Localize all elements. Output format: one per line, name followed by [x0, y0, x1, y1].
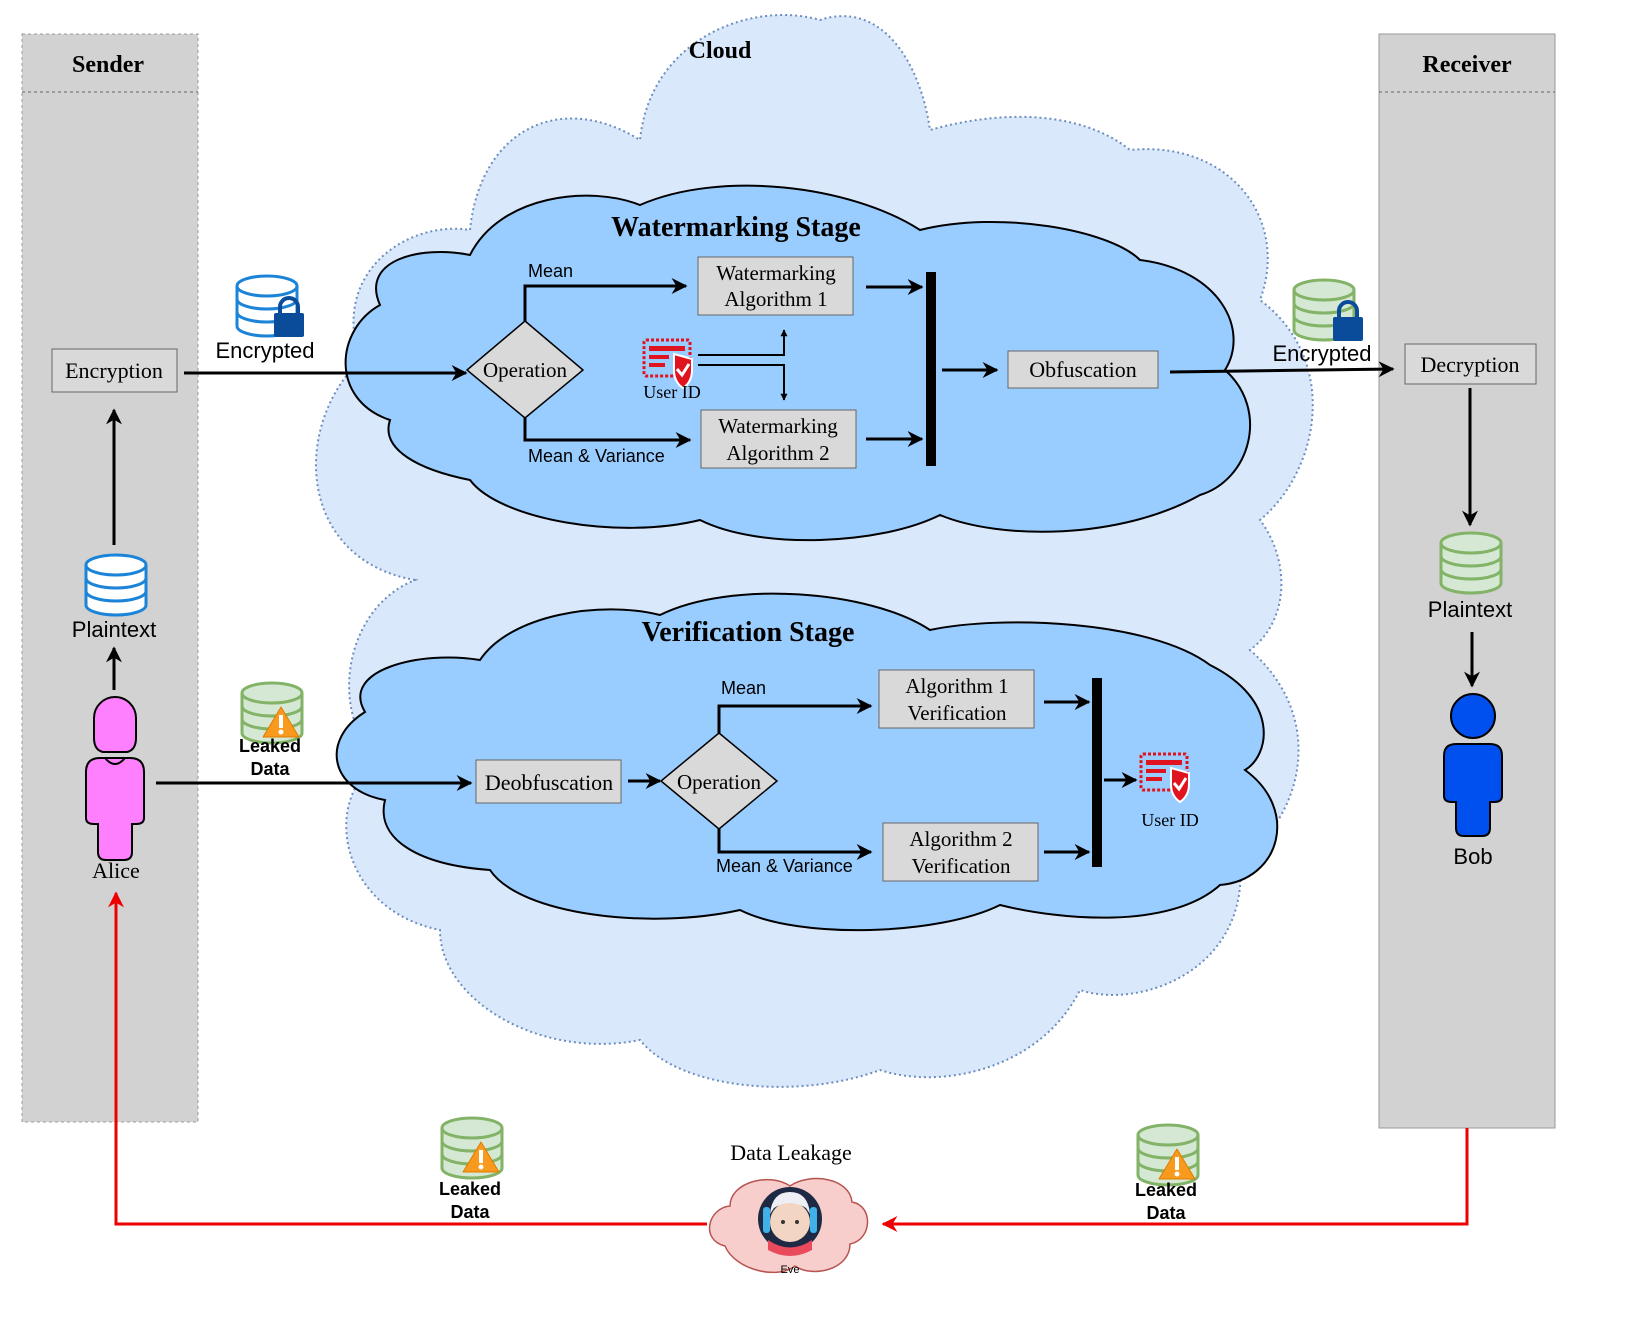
wm-algorithm2-box: Watermarking Algorithm 2 [700, 409, 857, 469]
vf-user-id-label: User ID [1141, 810, 1198, 830]
obfuscation-box: Obfuscation [1007, 350, 1159, 389]
sender-leaked-label-2: Data [250, 759, 290, 779]
encryption-label: Encryption [65, 358, 163, 383]
receiver-encrypted-label: Encrypted [1272, 341, 1371, 366]
vf-operation-label: Operation [677, 770, 761, 794]
arrow-vf-mean [717, 698, 873, 733]
receiver-plaintext-label: Plaintext [1428, 597, 1512, 622]
cloud-title: Cloud [689, 38, 752, 64]
wm-mean-variance-label: Mean & Variance [528, 446, 665, 466]
database-icon-plaintext-receiver [1439, 531, 1503, 595]
arrow-vf-mean-variance [717, 829, 873, 860]
arrow-wm-mean-variance [523, 418, 692, 448]
deobfuscation-label: Deobfuscation [485, 770, 613, 795]
deobfuscation-box: Deobfuscation [475, 759, 622, 804]
watermarking-title: Watermarking Stage [611, 212, 861, 243]
sender-encrypted-label: Encrypted [215, 338, 314, 363]
sender-lane-title: Sender [72, 52, 144, 78]
decryption-box: Decryption [1404, 343, 1537, 385]
wm-algorithm1-line2: Algorithm 1 [724, 287, 827, 311]
database-icon-plaintext-sender [84, 553, 148, 617]
sender-leaked-label-1: Leaked [239, 736, 301, 756]
vf-algorithm2-box: Algorithm 2 Verification [882, 822, 1039, 882]
arrow-userid-to-alg1 [698, 329, 788, 356]
vf-join-bar [1092, 678, 1102, 867]
arrow-leak-receiver-to-eve [881, 1128, 1469, 1232]
leak-left-label-1: Leaked [439, 1179, 501, 1199]
eve-avatar-icon [758, 1187, 822, 1256]
vf-algorithm1-line2: Verification [907, 701, 1007, 725]
alice-person-icon [85, 696, 145, 861]
vf-mean-label: Mean [721, 678, 766, 698]
sender-plaintext-label: Plaintext [72, 617, 156, 642]
vf-operation-diamond: Operation [659, 732, 779, 830]
encryption-box: Encryption [51, 348, 178, 393]
leak-right-label-2: Data [1146, 1203, 1186, 1223]
arrow-wm-mean [523, 278, 688, 321]
wm-algorithm1-line1: Watermarking [716, 261, 836, 285]
arrow-obfuscation-to-decryption [1169, 361, 1395, 378]
arrow-userid-to-alg2 [698, 364, 788, 401]
wm-algorithm1-box: Watermarking Algorithm 1 [697, 256, 854, 316]
vf-algorithm1-line1: Algorithm 1 [905, 674, 1008, 698]
vf-algorithm1-box: Algorithm 1 Verification [878, 669, 1035, 729]
wm-operation-diamond: Operation [465, 320, 585, 419]
wm-user-id-label: User ID [643, 382, 700, 402]
wm-operation-label: Operation [483, 358, 567, 382]
bob-label: Bob [1453, 844, 1492, 869]
eve-label: Eve [781, 1264, 800, 1276]
wm-mean-label: Mean [528, 261, 573, 281]
wm-algorithm2-line2: Algorithm 2 [726, 441, 829, 465]
vf-algorithm2-line1: Algorithm 2 [909, 827, 1012, 851]
verification-cloud [335, 592, 1279, 932]
alice-label: Alice [92, 858, 140, 883]
verification-title: Verification Stage [642, 617, 855, 648]
watermarking-cloud [344, 184, 1251, 542]
bob-person-icon [1443, 693, 1503, 837]
wm-join-bar [926, 272, 936, 466]
arrow-leak-eve-to-alice [108, 891, 707, 1226]
vf-algorithm2-line2: Verification [911, 854, 1011, 878]
leak-right-label-1: Leaked [1135, 1180, 1197, 1200]
leak-left-label-2: Data [450, 1202, 490, 1222]
data-leakage-title: Data Leakage [730, 1140, 852, 1165]
obfuscation-label: Obfuscation [1029, 357, 1137, 382]
wm-algorithm2-line1: Watermarking [718, 414, 838, 438]
receiver-lane-title: Receiver [1422, 52, 1512, 78]
decryption-label: Decryption [1421, 352, 1520, 377]
vf-mean-variance-label: Mean & Variance [716, 856, 853, 876]
